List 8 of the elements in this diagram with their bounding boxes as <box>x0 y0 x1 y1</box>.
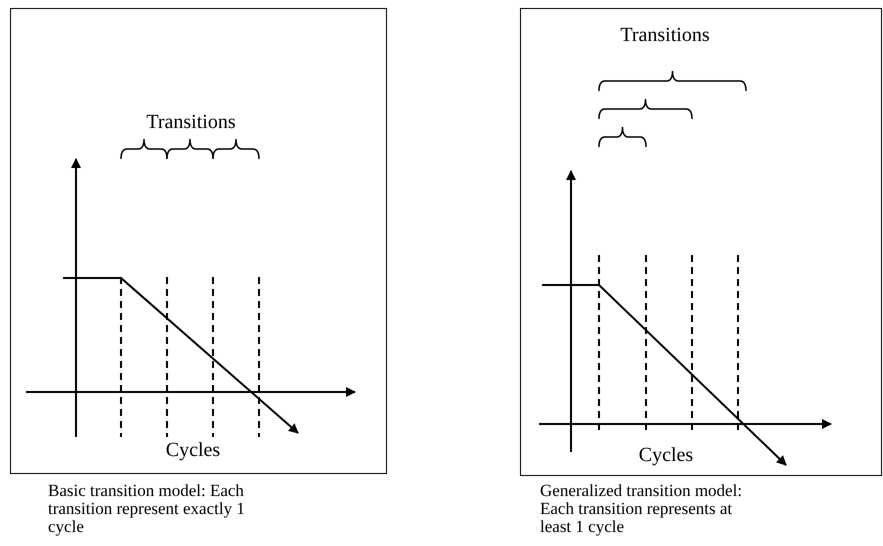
chart-heading: Transitions <box>146 111 236 134</box>
chart-panel <box>10 8 387 474</box>
figure-caption: Basic transition model: Each transition represent exactly 1 cycle <box>48 482 246 536</box>
axis-label: Cycles <box>166 439 220 462</box>
chart-panel <box>520 8 882 476</box>
figure-caption: Generalized transition model: Each transition represents at least 1 cycle <box>540 482 744 536</box>
axis-label: Cycles <box>638 444 694 467</box>
chart-heading: Transitions <box>620 24 710 47</box>
